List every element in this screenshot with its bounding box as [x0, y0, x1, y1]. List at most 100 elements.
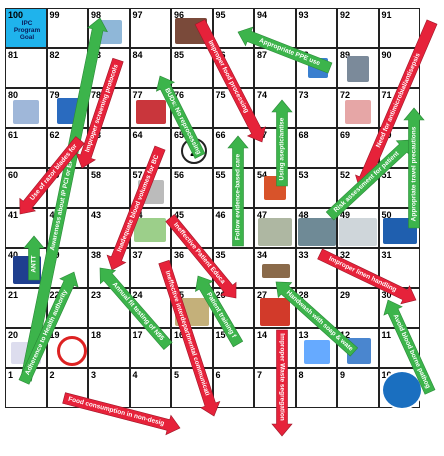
snake-shape [317, 248, 417, 305]
cell-number: 45 [174, 210, 185, 220]
board-cell-82: 82 [46, 48, 88, 88]
snake-shape [106, 145, 166, 271]
cell-number: 94 [257, 10, 268, 20]
cell-number: 22 [49, 290, 60, 300]
ladder-shape [403, 107, 425, 229]
ladder-arrow-2: BUDs: No reprocessing [155, 75, 206, 159]
cell-number: 87 [257, 50, 268, 60]
snake-arrow-8: Food consumption in non-desig [62, 392, 181, 436]
cell-number: 49 [340, 210, 351, 220]
cell-number: 89 [340, 50, 351, 60]
cell-number: 41 [8, 210, 19, 220]
cell-number: 30 [381, 290, 392, 300]
hand-wash-icon [303, 340, 330, 364]
ladder-label: Using aseptic/antise [279, 117, 286, 180]
board-cell-93: 93 [295, 8, 337, 48]
cell-number: 69 [340, 130, 351, 140]
ladder-arrow-6: Appropriate travel precautions [403, 107, 425, 229]
cell-number: 99 [49, 10, 60, 20]
board-cell-58: 58 [88, 168, 130, 208]
cell-number: 9 [340, 370, 346, 380]
cell-number: 29 [340, 290, 351, 300]
board-cell-97: 97 [129, 8, 171, 48]
cell-number: 53 [298, 170, 309, 180]
cell-number: 33 [298, 250, 309, 260]
board-cell-6: 6 [212, 368, 254, 408]
cell-number: 36 [174, 250, 185, 260]
cell-number: 66 [215, 130, 226, 140]
snake-shape [271, 329, 293, 437]
cell-number: 60 [8, 170, 19, 180]
cell-number: 56 [174, 170, 185, 180]
board-cell-56: 56 [171, 168, 213, 208]
cell-number: 82 [49, 50, 60, 60]
cell-number: 85 [174, 50, 185, 60]
ladder-arrow-5: Risk assessment for patient [325, 139, 413, 221]
ladder-shape [20, 17, 108, 382]
cell-number: 43 [91, 210, 102, 220]
cell-number: 95 [215, 10, 226, 20]
cell-number: 48 [298, 210, 309, 220]
cell-number: 40 [8, 250, 19, 260]
poster-icon [133, 218, 166, 242]
board-cell-91: 91 [378, 8, 420, 48]
cell-number: 96 [174, 10, 185, 20]
cell-number: 24 [132, 290, 143, 300]
cell-number: 27 [257, 290, 268, 300]
ladder-label: Appropriate PPE use [258, 37, 321, 67]
cell-number: 21 [8, 290, 19, 300]
snake-label: Food consumption in non-desig [67, 396, 165, 428]
cell-number: 79 [49, 90, 60, 100]
cell-number: 54 [257, 170, 268, 180]
ladder-shape [195, 275, 244, 348]
snake-label: Ineffective Patient Educa [172, 221, 227, 285]
cell-number: 92 [340, 10, 351, 20]
ladder-label: Annual fit testing of N95 [111, 281, 166, 342]
cell-number: 72 [340, 90, 351, 100]
cell-number: 13 [298, 330, 309, 340]
board-cell-9: 9 [337, 368, 379, 408]
cell-number: 52 [340, 170, 351, 180]
ladder-label: Avoid blood borne pathog [392, 313, 432, 389]
ladder-label: Handwash with soap & wate [285, 289, 355, 353]
cell-number: 31 [381, 250, 392, 260]
board-cell-23: 23 [88, 288, 130, 328]
board-cell-73: 73 [295, 88, 337, 128]
snake-shape [62, 392, 181, 436]
snake-shape [19, 136, 85, 215]
cell-number: 75 [215, 90, 226, 100]
snake-arrow-2: Need for antimicrobial/antisepsis [355, 19, 438, 191]
cell-number: 15 [215, 330, 226, 340]
cell-number: 61 [8, 130, 19, 140]
snake-label: Improper linen handling [328, 255, 398, 293]
ladder-label: Patient training f [205, 291, 237, 339]
cell-number: 11 [381, 330, 392, 340]
cell-number: 6 [215, 370, 221, 380]
snake-label: Improper food processing [207, 39, 250, 114]
snake-arrow-5: Improper linen handling [317, 248, 417, 305]
snake-arrow-4: Inadequate blood volumes for BC [106, 145, 166, 271]
goal-label: IPC Program Goal [13, 20, 41, 42]
ladder-shape [155, 75, 206, 159]
cell-number: 50 [381, 210, 392, 220]
board-cell-85: 85 [171, 48, 213, 88]
cell-number: 23 [91, 290, 102, 300]
cell-number: 90 [381, 50, 392, 60]
cell-number: 16 [174, 330, 185, 340]
cell-number: 34 [257, 250, 268, 260]
cell-number: 93 [298, 10, 309, 20]
cell-number: 57 [132, 170, 143, 180]
cell-number: 35 [215, 250, 226, 260]
log-icon [262, 264, 290, 278]
ladder-shape [227, 135, 249, 247]
snake-shape [158, 259, 221, 417]
cell-number: 2 [49, 370, 55, 380]
snake-shape [194, 19, 266, 143]
ladder-shape [23, 235, 45, 281]
cell-number: 91 [381, 10, 392, 20]
cell-number: 8 [298, 370, 304, 380]
board-cell-41: 41 [5, 208, 47, 248]
board-cell-61: 61 [5, 128, 47, 168]
ladder-shape [275, 281, 359, 357]
